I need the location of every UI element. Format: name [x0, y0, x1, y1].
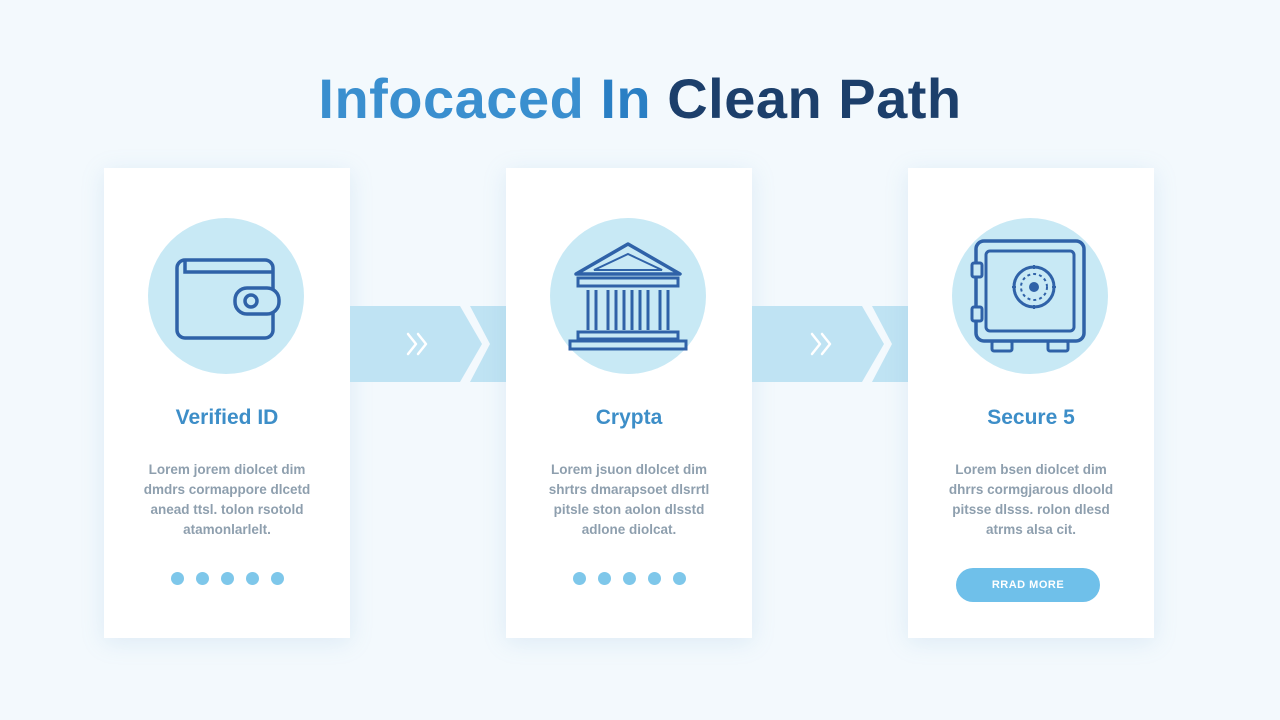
card-description: Lorem bsen diolcet dim dhrrs cormgjarous…: [948, 462, 1114, 537]
icon-circle: [148, 218, 304, 374]
wallet-icon: [175, 258, 281, 340]
icon-circle: [550, 218, 706, 374]
pagination-dot[interactable]: [597, 572, 611, 585]
step-card-verified-id: Verified ID Lorem jorem diolcet dim dmdr…: [104, 168, 350, 638]
pagination-dot[interactable]: [220, 572, 234, 585]
title-part-2: In: [600, 67, 652, 130]
step-connector-arrow: [752, 306, 910, 382]
card-title: Verified ID: [175, 406, 279, 429]
card-title: Crypta: [595, 406, 663, 429]
page-title: Infocaced In Clean Path: [0, 66, 1280, 131]
pagination-dots: [104, 572, 350, 585]
step-connector-arrow: [350, 306, 508, 382]
pagination-dot[interactable]: [195, 572, 209, 585]
card-description: Lorem jorem diolcet dim dmdrs cormappore…: [143, 462, 311, 537]
bank-icon: [568, 242, 688, 351]
title-part-1: Infocaced: [318, 67, 585, 130]
card-description: Lorem jsuon dlolcet dim shrtrs dmarapsoe…: [548, 462, 710, 537]
pagination-dot[interactable]: [245, 572, 259, 585]
pagination-dot[interactable]: [170, 572, 184, 585]
read-more-button[interactable]: RRAD MORE: [956, 568, 1100, 602]
double-chevron-icon: [406, 332, 428, 356]
pagination-dot[interactable]: [672, 572, 686, 585]
icon-circle: [952, 218, 1108, 374]
pagination-dot[interactable]: [622, 572, 636, 585]
pagination-dot[interactable]: [647, 572, 661, 585]
step-card-crypta: Crypta Lorem jsuon dlolcet dim shrtrs dm…: [506, 168, 752, 638]
safe-icon: [970, 239, 1086, 353]
card-title: Secure 5: [987, 406, 1075, 429]
title-part-3: Clean Path: [667, 67, 962, 130]
pagination-dot[interactable]: [572, 572, 586, 585]
pagination-dots: [506, 572, 752, 585]
pagination-dot[interactable]: [270, 572, 284, 585]
double-chevron-icon: [810, 332, 832, 356]
step-card-secure: Secure 5 Lorem bsen diolcet dim dhrrs co…: [908, 168, 1154, 638]
